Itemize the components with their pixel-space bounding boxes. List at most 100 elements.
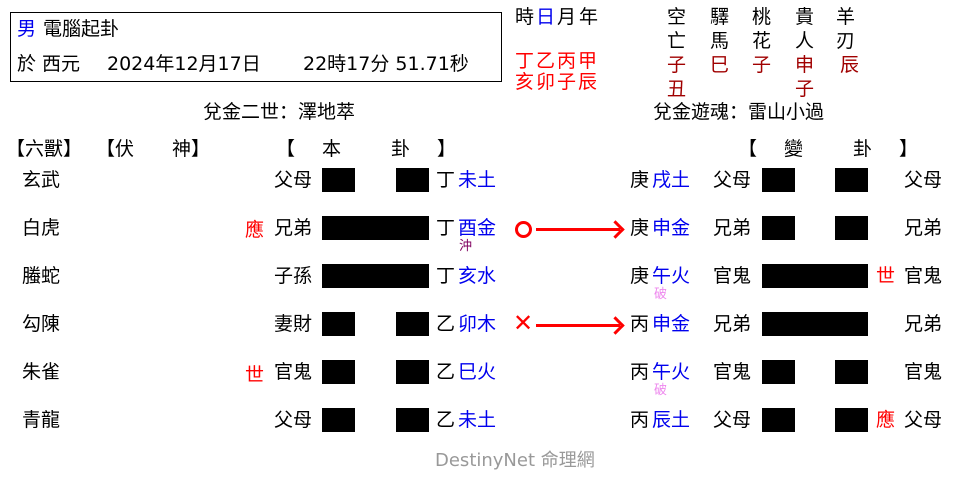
shensha-value: 巳 [710, 54, 730, 76]
pillar-hour: 時 [515, 6, 535, 28]
yin-line-right [835, 168, 868, 192]
main-hexagram-title: 兌金二世：澤地萃 [203, 101, 356, 123]
six-beast: 螣蛇 [22, 265, 61, 287]
yang-line [322, 216, 429, 240]
yin-line-left [762, 360, 795, 384]
moving-yin-cross-icon: ✕ [513, 309, 534, 337]
yang-line [762, 264, 868, 288]
changed-relation: 官鬼 [713, 361, 752, 383]
shensha-name: 空 [667, 6, 687, 28]
yin-line-right [396, 168, 429, 192]
changed-hexagram-title: 兌金遊魂：雷山小過 [653, 101, 825, 123]
date-prefix: 於 西元 [17, 53, 81, 75]
stem: 乙 [436, 409, 456, 431]
stem: 乙 [436, 313, 456, 335]
relation: 兄弟 [274, 217, 313, 239]
gender: 男 [17, 18, 37, 40]
yin-line-left [322, 312, 355, 336]
yin-line-left [322, 360, 355, 384]
shensha-value: 子 [752, 54, 772, 76]
shensha-value: 申 [795, 54, 815, 76]
changed-branch: 辰土 [652, 409, 691, 431]
shensha-name: 亡 [667, 30, 687, 52]
six-beast: 勾陳 [22, 313, 61, 335]
yin-line-right [396, 408, 429, 432]
branch: 未土 [458, 409, 497, 431]
shi-marker: 世 [876, 265, 896, 287]
changed-stem: 丙 [630, 409, 650, 431]
changed-relation-right: 父母 [904, 409, 943, 431]
ying-marker: 應 [876, 409, 896, 431]
yin-line-right [835, 216, 868, 240]
stem: 丁 [436, 265, 456, 287]
pillar-stems: 丁乙丙甲 [515, 50, 600, 72]
yin-line-right [396, 312, 429, 336]
yin-line-right [835, 408, 868, 432]
six-beast: 朱雀 [22, 361, 61, 383]
watermark: DestinyNet 命理網 [435, 450, 595, 471]
six-beast: 白虎 [22, 217, 61, 239]
pillar-year: 年 [579, 6, 599, 28]
main-hexagram-header: 【 本 卦 】 [276, 138, 461, 160]
arrow-head-icon [606, 220, 625, 239]
shensha-name: 刃 [836, 30, 856, 52]
changed-hexagram-header: 【 變 卦 】 [738, 138, 923, 160]
time: 22時17分 51.71秒 [303, 53, 469, 75]
branch: 亥水 [458, 265, 497, 287]
yin-line-left [322, 408, 355, 432]
shi-marker: 世 [245, 364, 265, 386]
moving-yang-circle-icon [515, 221, 532, 238]
yin-line-right [835, 360, 868, 384]
date: 2024年12月17日 [107, 53, 261, 75]
changed-branch: 午火 [652, 361, 691, 383]
change-arrow-icon [536, 228, 620, 231]
shensha-value: 子 [667, 54, 687, 76]
yin-line-right [396, 360, 429, 384]
changed-relation: 父母 [713, 409, 752, 431]
info-box: 男 電腦起卦 於 西元 2024年12月17日 22時17分 51.71秒 [10, 12, 502, 82]
branch: 巳火 [458, 361, 497, 383]
po-note: 破 [654, 287, 668, 302]
changed-relation-right: 兄弟 [904, 313, 943, 335]
shensha-name: 人 [795, 30, 815, 52]
shensha-name: 貴 [795, 6, 815, 28]
po-note: 破 [654, 383, 668, 398]
changed-branch: 申金 [652, 313, 691, 335]
changed-relation-right: 官鬼 [904, 265, 943, 287]
changed-stem: 丙 [630, 313, 650, 335]
relation: 父母 [274, 409, 313, 431]
six-beast: 玄武 [22, 169, 61, 191]
changed-stem: 丙 [630, 361, 650, 383]
changed-relation: 兄弟 [713, 313, 752, 335]
relation: 官鬼 [274, 361, 313, 383]
relation: 妻財 [274, 313, 313, 335]
changed-branch: 申金 [652, 217, 691, 239]
changed-stem: 庚 [630, 169, 650, 191]
hidden-spirit-header: 【伏 神】 [96, 138, 211, 160]
changed-stem: 庚 [630, 217, 650, 239]
changed-relation-right: 官鬼 [904, 361, 943, 383]
shensha-name: 馬 [710, 30, 730, 52]
change-arrow-icon [536, 324, 620, 327]
arrow-head-icon [606, 316, 625, 335]
stem: 乙 [436, 361, 456, 383]
six-beasts-header: 【六獸】 [6, 138, 83, 160]
changed-stem: 庚 [630, 265, 650, 287]
yin-line-left [762, 168, 795, 192]
changed-relation: 兄弟 [713, 217, 752, 239]
changed-relation-right: 父母 [904, 169, 943, 191]
relation: 子孫 [274, 265, 313, 287]
yin-line-left [762, 216, 795, 240]
pillar-day: 日 [536, 6, 556, 28]
stem: 丁 [436, 169, 456, 191]
shensha-name: 桃 [752, 6, 772, 28]
yang-line [762, 312, 868, 336]
stem: 丁 [436, 217, 456, 239]
method: 電腦起卦 [43, 18, 120, 40]
yin-line-left [322, 168, 355, 192]
shensha-name: 驛 [710, 6, 730, 28]
changed-relation-right: 兄弟 [904, 217, 943, 239]
shensha-value: 丑 [667, 78, 687, 100]
changed-relation: 官鬼 [713, 265, 752, 287]
branch: 酉金 [458, 217, 497, 239]
